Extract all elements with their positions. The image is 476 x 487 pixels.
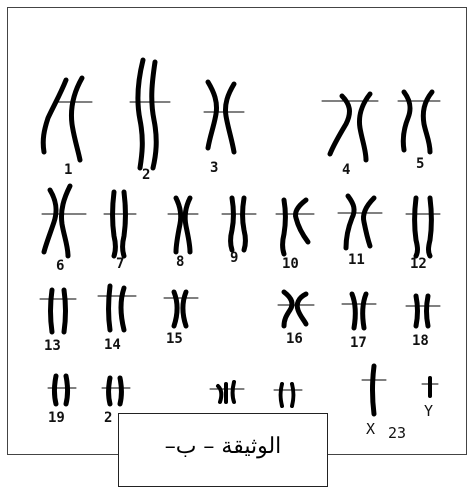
label-chromosome-3: 3 (210, 160, 219, 176)
label-chromosome-16: 16 (286, 331, 303, 347)
chromosome-pair-13 (39, 287, 77, 335)
chromosome-pair-9 (221, 195, 257, 253)
karyotype-frame (7, 7, 467, 455)
label-chromosome-9: 9 (230, 250, 239, 266)
label-chromosome-x: X (366, 420, 376, 438)
label-chromosome-4: 4 (342, 162, 351, 178)
label-chromosome-10: 10 (282, 256, 299, 272)
label-chromosome-y: Y (424, 402, 434, 420)
label-chromosome-15: 15 (166, 331, 183, 347)
chromosome-pair-10 (275, 197, 315, 257)
chromosome-pair-6 (41, 183, 87, 259)
label-chromosome-17: 17 (350, 335, 367, 351)
chromosome-pair-5 (397, 89, 441, 155)
caption-box: الوثيقة – ب– (118, 413, 328, 487)
chromosome-pair-20 (101, 375, 131, 407)
label-chromosome-5: 5 (416, 156, 425, 172)
chromosome-pair-4 (321, 91, 379, 163)
label-pair-23: 23 (388, 424, 407, 442)
chromosome-pair-15 (163, 289, 199, 329)
label-chromosome-20: 2 (104, 410, 113, 426)
label-chromosome-2: 2 (142, 167, 151, 183)
chromosome-pair-17 (341, 291, 377, 331)
label-chromosome-6: 6 (56, 258, 65, 274)
label-chromosome-18: 18 (412, 333, 429, 349)
chromosome-pair-21 (209, 380, 245, 404)
label-chromosome-1: 1 (64, 162, 73, 178)
label-chromosome-11: 11 (348, 252, 365, 268)
chromosome-pair-18 (405, 293, 441, 329)
label-chromosome-19: 19 (48, 410, 65, 426)
chromosome-pair-16 (277, 289, 315, 329)
label-chromosome-14: 14 (104, 337, 121, 353)
chromosome-pair-3 (203, 79, 245, 155)
document-caption: الوثيقة – ب– (164, 434, 282, 459)
label-chromosome-8: 8 (176, 254, 185, 270)
chromosome-pair-12 (405, 195, 441, 259)
chromosome-pair-11 (337, 193, 383, 251)
chromosome-pair-22 (273, 382, 303, 408)
chromosome-pair-1 (40, 75, 93, 163)
label-chromosome-12: 12 (410, 256, 427, 272)
label-chromosome-7: 7 (116, 256, 125, 272)
label-chromosome-13: 13 (44, 338, 61, 354)
chromosome-pair-7 (103, 189, 137, 259)
chromosome-x (361, 363, 387, 417)
chromosome-y (421, 376, 439, 398)
chromosome-pair-2 (129, 57, 171, 171)
chromosome-pair-14 (97, 283, 137, 333)
chromosome-pair-19 (47, 373, 77, 407)
chromosome-pair-8 (167, 195, 199, 255)
